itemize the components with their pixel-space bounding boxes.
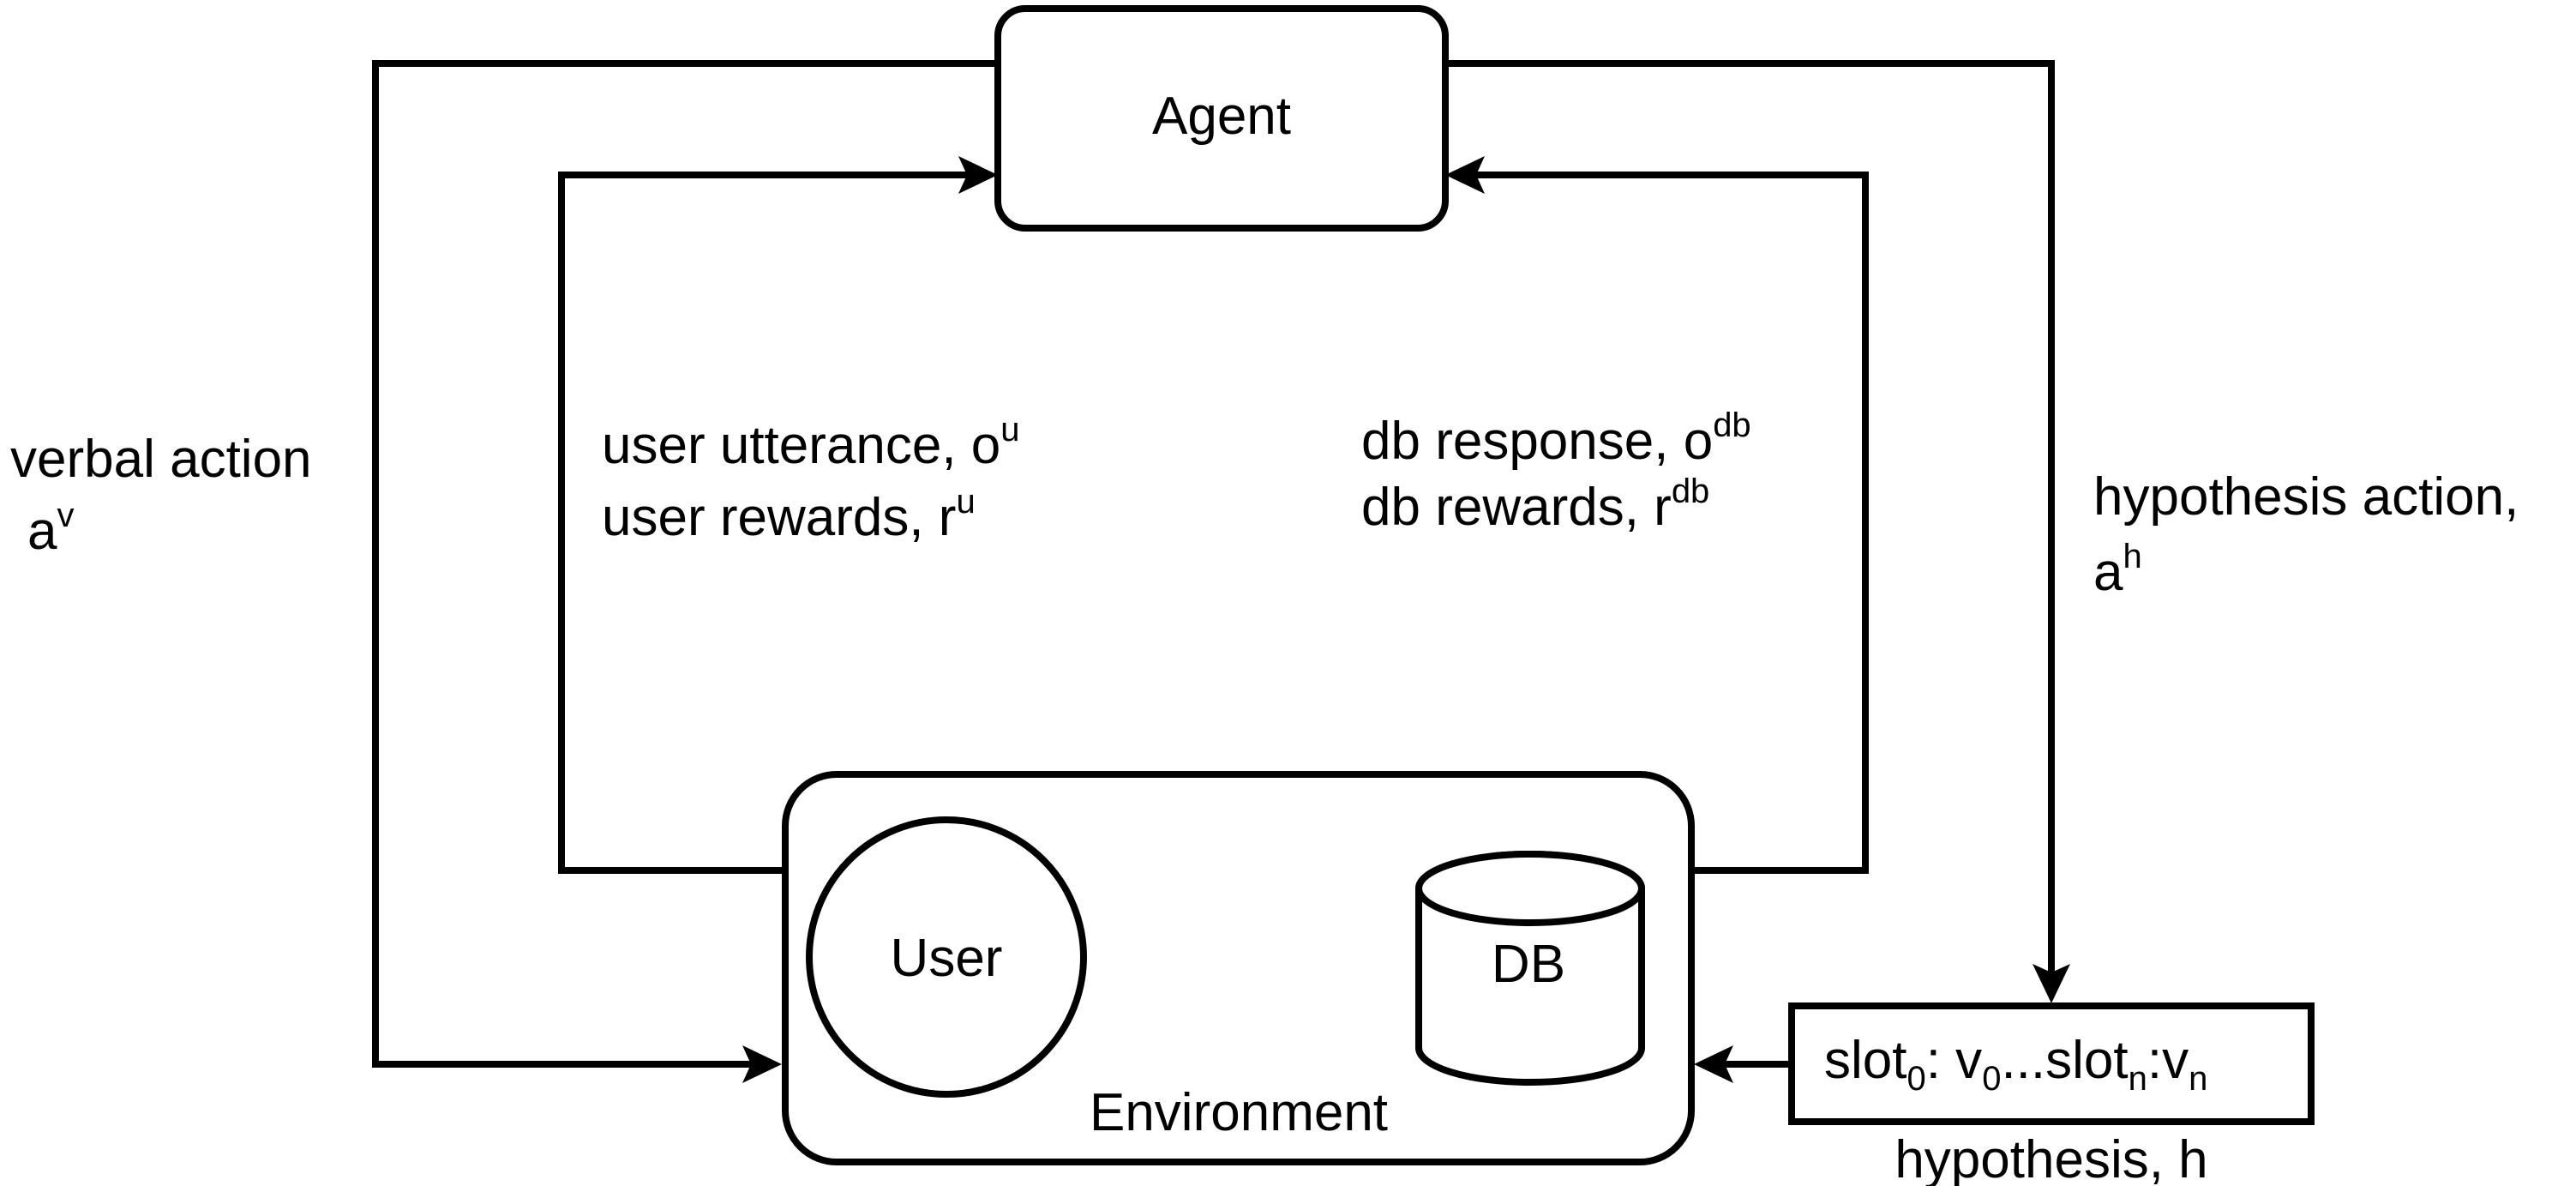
agent-label: Agent [1152, 87, 1291, 146]
user-node [806, 816, 1087, 1098]
user-utterance-label: user utterance, ou [602, 411, 1020, 475]
verbal-action-symbol: av [27, 497, 74, 561]
hypothesis-action-arrowhead [2033, 964, 2070, 1003]
hypothesis-caption: hypothesis, h [1894, 1130, 2207, 1186]
verbal-action-arrow [372, 60, 996, 1068]
environment-label: Environment [1090, 1083, 1388, 1142]
hypothesis-action-symbol: ah [2093, 538, 2142, 602]
db-feedback-arrowhead [1445, 156, 1485, 194]
db-feedback-arrow [1466, 172, 1869, 874]
verbal-action-arrowhead [742, 1045, 782, 1083]
user-rewards-label: user rewards, ru [602, 483, 976, 547]
hypothesis-slots-label: slot0: v0...slotn:vn [1824, 1031, 2207, 1098]
verbal-action-label: verbal action [10, 430, 312, 489]
db-rewards-label: db rewards, rdb [1361, 473, 1709, 537]
hypothesis-to-env-arrowhead [1694, 1045, 1733, 1083]
db-node-top [1415, 851, 1645, 926]
user-feedback-arrow [558, 172, 977, 874]
hypothesis-action-label: hypothesis action, [2093, 467, 2519, 527]
hypothesis-action-arrow [1445, 60, 2055, 983]
db-response-label: db response, odb [1361, 406, 1751, 471]
user-label: User [891, 929, 1003, 988]
agent-node [994, 5, 1449, 232]
user-feedback-arrowhead [958, 156, 998, 194]
db-label: DB [1492, 935, 1565, 994]
hypothesis-node [1788, 1002, 2315, 1125]
